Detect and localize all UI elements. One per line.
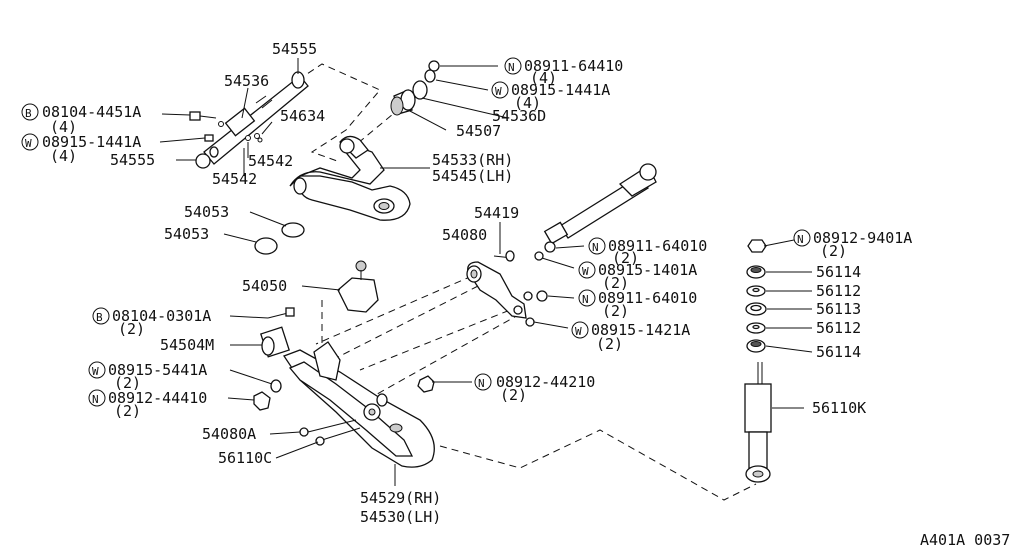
label-08915-5441a-qty: (2) — [114, 374, 141, 392]
label-54419: 54419 — [474, 204, 519, 222]
label-08912-44410-qty: (2) — [114, 402, 141, 420]
shock-absorber-stack — [745, 239, 767, 353]
label-54634: 54634 — [280, 107, 325, 125]
label-08912-9401a-qty: (2) — [820, 242, 847, 260]
label-54530-lh: 54530(LH) — [360, 508, 441, 526]
label-54507: 54507 — [456, 122, 501, 140]
label-08911-64010-b: 08911-64010 — [598, 289, 697, 307]
label-08912-44410: 08912-44410 — [108, 389, 207, 407]
label-54542-b: 54542 — [212, 170, 257, 188]
prefix-n-icon: N — [592, 241, 599, 254]
prefix-marks: B W N W N W N W N B W N N — [21, 57, 811, 407]
label-08915-1441a-right-qty: (4) — [514, 94, 541, 112]
leader-lines — [159, 58, 813, 486]
label-54504m: 54504M — [160, 336, 214, 354]
label-54053-a: 54053 — [184, 203, 229, 221]
label-54555-bottom: 54555 — [110, 151, 155, 169]
prefix-n-icon: N — [478, 377, 485, 390]
prefix-n-icon: N — [92, 393, 99, 406]
label-56112-b: 56112 — [816, 319, 861, 337]
label-54533-rh: 54533(RH) — [432, 151, 513, 169]
label-08915-1421a: 08915-1421A — [591, 321, 690, 339]
figure-code: A401A 0037 — [920, 531, 1010, 549]
label-54545-lh: 54545(LH) — [432, 167, 513, 185]
prefix-n-icon: N — [582, 293, 589, 306]
prefix-w-icon: W — [575, 325, 582, 338]
label-08911-64410: 08911-64410 — [524, 57, 623, 75]
label-54080a: 54080A — [202, 425, 256, 443]
label-08911-64010-a: 08911-64010 — [608, 237, 707, 255]
label-08104-0301a: 08104-0301A — [112, 307, 211, 325]
shock-absorber — [744, 362, 772, 483]
label-08915-5441a: 08915-5441A — [108, 361, 207, 379]
label-56114-b: 56114 — [816, 343, 861, 361]
label-08104-4451a: 08104-4451A — [42, 103, 141, 121]
label-08911-64410-qty: (4) — [530, 69, 557, 87]
label-08911-64010-b-qty: (2) — [602, 302, 629, 320]
label-08912-9401a: 08912-9401A — [813, 229, 912, 247]
part-labels: 54555 54536 08104-4451A (4) 54634 08915-… — [42, 40, 1010, 549]
label-54529-rh: 54529(RH) — [360, 489, 441, 507]
label-54542-a: 54542 — [248, 152, 293, 170]
prefix-n-icon: N — [797, 233, 804, 246]
label-08915-1401a-qty: (2) — [602, 274, 629, 292]
assembly-guide-lines — [297, 63, 757, 501]
label-08915-1401a: 08915-1401A — [598, 261, 697, 279]
upper-control-arm — [289, 135, 411, 221]
label-54053-b: 54053 — [164, 225, 209, 243]
prefix-w-icon: W — [582, 265, 589, 278]
prefix-b-icon: B — [96, 311, 103, 324]
label-54536d: 54536D — [492, 107, 546, 125]
prefix-w-icon: W — [495, 85, 502, 98]
dust-covers — [254, 222, 305, 255]
label-08912-44210-qty: (2) — [500, 386, 527, 404]
prefix-w-icon: W — [92, 365, 99, 378]
upper-arm-bushings — [390, 60, 440, 116]
bracket-fasteners — [525, 241, 556, 327]
prefix-n-icon: N — [508, 61, 515, 74]
prefix-w-icon: W — [25, 137, 32, 150]
label-56113: 56113 — [816, 300, 861, 318]
label-08915-1441a-left: 08915-1441A — [42, 133, 141, 151]
label-08915-1421a-qty: (2) — [596, 335, 623, 353]
bump-stopper — [337, 260, 379, 313]
label-54080: 54080 — [442, 226, 487, 244]
label-08912-44210: 08912-44210 — [496, 373, 595, 391]
label-54555-top: 54555 — [272, 40, 317, 58]
label-56110k: 56110K — [812, 399, 866, 417]
label-08911-64010-a-qty: (2) — [612, 249, 639, 267]
lower-bolts-bushing — [253, 307, 295, 411]
label-54536: 54536 — [224, 72, 269, 90]
prefix-b-icon: B — [25, 107, 32, 120]
label-08104-0301a-qty: (2) — [118, 320, 145, 338]
label-56114-a: 56114 — [816, 263, 861, 281]
label-08915-1441a-right: 08915-1441A — [511, 81, 610, 99]
label-54050: 54050 — [242, 277, 287, 295]
label-56110c: 56110C — [218, 449, 272, 467]
label-08104-4451a-qty: (4) — [50, 118, 77, 136]
bracket-54080 — [466, 250, 533, 319]
tension-rod — [543, 163, 657, 245]
label-56112-a: 56112 — [816, 282, 861, 300]
label-08915-1441a-left-qty: (4) — [50, 147, 77, 165]
lower-control-arm — [283, 341, 435, 468]
